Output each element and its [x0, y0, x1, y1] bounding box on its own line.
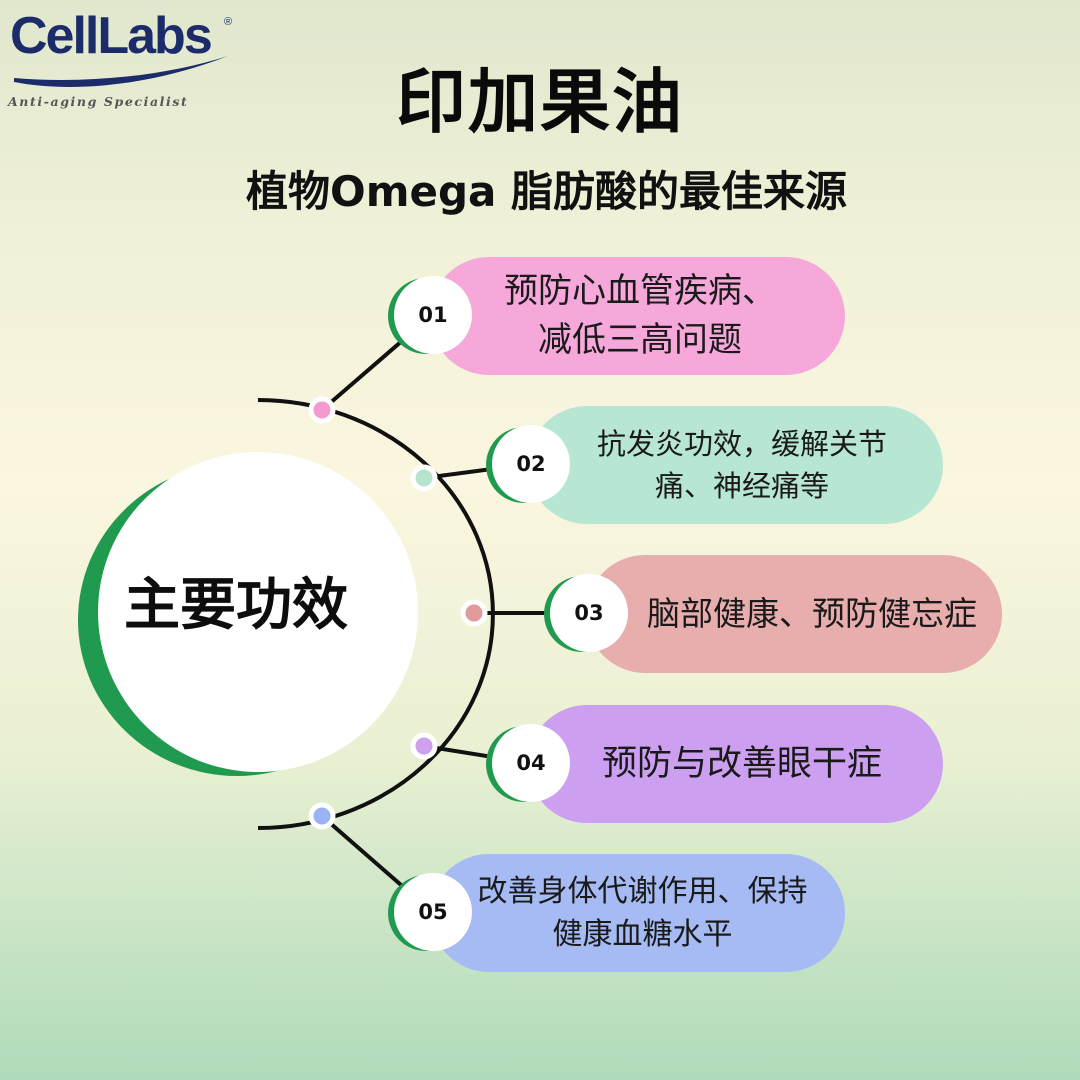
connector-dot-03	[460, 599, 488, 627]
brand-tagline: Anti-aging Specialist	[8, 94, 189, 109]
number-badge-04: 04	[492, 724, 570, 802]
number-badge-05: 05	[394, 873, 472, 951]
benefit-card-03	[586, 555, 1002, 673]
benefit-card-02	[528, 406, 943, 524]
benefit-card-05	[430, 854, 845, 972]
benefit-text-01: 预防心血管疾病、 减低三高问题	[504, 270, 776, 360]
connector-dot-01	[308, 396, 336, 424]
page-subtitle: 植物Omega 脂肪酸的最佳来源	[246, 167, 847, 216]
logo-swoosh-icon	[14, 56, 228, 87]
number-badge-03: 03	[550, 574, 628, 652]
number-badge-01: 01	[394, 276, 472, 354]
hub-circle	[98, 452, 418, 772]
page-title: 印加果油	[396, 61, 684, 143]
number-badge-02: 02	[492, 425, 570, 503]
connector-dot-02	[410, 464, 438, 492]
benefit-text-05: 改善身体代谢作用、保持 健康血糖水平	[477, 873, 808, 953]
brand-name: CellLabs	[10, 7, 213, 65]
connector-dot-04	[410, 732, 438, 760]
benefit-card-01	[430, 257, 845, 375]
benefit-text-02: 抗发炎功效，缓解关节 痛、神经痛等	[596, 426, 887, 503]
connector-dot-05	[308, 802, 336, 830]
brand-logo: CellLabs ® Anti-aging Specialist	[6, 10, 246, 110]
hub-label: 主要功效	[124, 573, 348, 638]
benefit-card-04	[528, 705, 943, 823]
registered-mark: ®	[224, 16, 233, 28]
benefit-text-04: 预防与改善眼干症	[601, 743, 882, 784]
benefit-text-03: 脑部健康、预防健忘症	[647, 594, 977, 634]
